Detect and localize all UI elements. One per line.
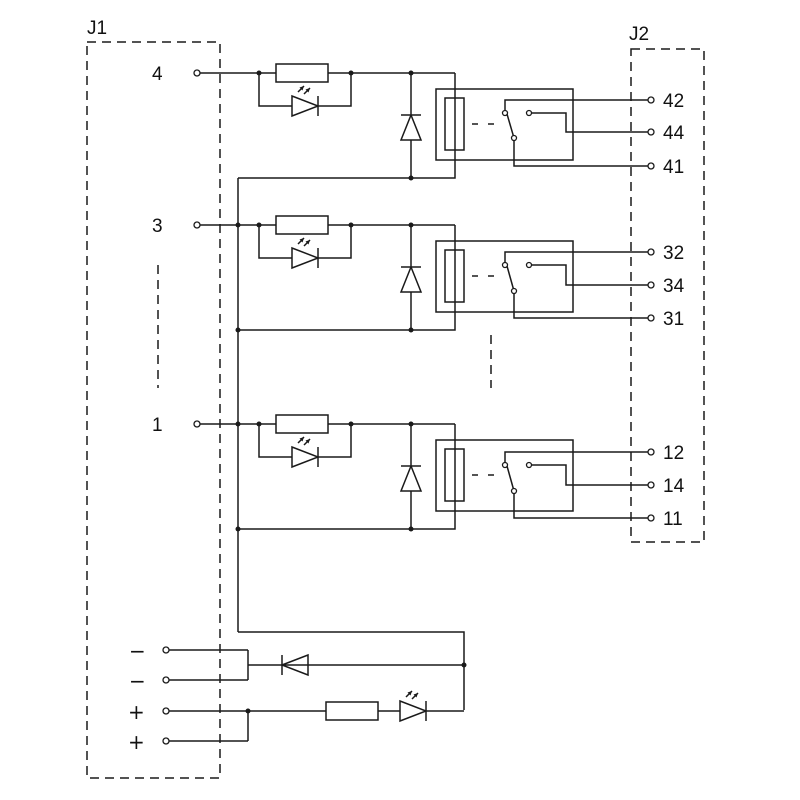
diode-icon [399,264,423,293]
terminal-icon [647,281,655,289]
terminal-icon [162,707,170,715]
diode-icon [399,463,423,492]
contact-terminal-label: 32 [663,243,684,264]
led-icon [291,237,321,270]
contact-terminal-label: 44 [663,123,685,144]
channel-1 [193,414,655,532]
power-supply-section: − − + + [128,639,467,754]
terminal-icon [193,69,201,77]
relay-housing [435,240,574,313]
diode-icon [399,112,423,141]
contact-terminal-label: 12 [663,443,684,464]
input-terminal-label: 4 [152,64,163,85]
minus-symbol-1: − [129,639,146,663]
led-icon [399,690,429,723]
contact-terminal-label: 34 [663,276,685,297]
j2-connector-box [630,48,705,543]
input-terminal-label: 3 [152,216,163,237]
terminal-icon [162,676,170,684]
plus-symbol-1: + [128,700,145,724]
relay-housing [435,439,574,512]
contact-terminal-label: 14 [663,476,685,497]
relay-coil-icon [444,249,465,303]
j1-connector-box [86,41,221,779]
led-icon [291,85,321,118]
j2-label: J2 [629,24,649,45]
resistor-icon [325,701,379,721]
terminal-icon [162,646,170,654]
diode-icon [279,653,309,677]
terminal-icon [193,420,201,428]
led-icon [291,436,321,469]
contact-terminal-label: 41 [663,157,684,178]
rail-to-supply-wire [238,631,465,710]
terminal-icon [647,481,655,489]
channel-4 [193,63,655,181]
j1-label: J1 [87,18,107,39]
contact-terminal-label: 42 [663,91,684,112]
minus-symbol-2: − [129,669,146,693]
terminal-icon [162,737,170,745]
terminal-icon [647,314,655,322]
terminal-icon [647,96,655,104]
terminal-icon [647,128,655,136]
changeover-contact-icon [501,251,640,319]
input-terminal-label: 1 [152,415,163,436]
contact-terminal-label: 11 [663,509,683,530]
changeover-contact-icon [501,99,640,167]
channel-3 [193,215,655,333]
terminal-icon [647,448,655,456]
relay-coil-icon [444,97,465,151]
terminal-icon [647,248,655,256]
resistor-icon [275,414,329,434]
plus-symbol-2: + [128,730,145,754]
relay-housing [435,88,574,161]
terminal-icon [647,514,655,522]
relay-coil-icon [444,448,465,502]
resistor-icon [275,63,329,83]
terminal-icon [647,162,655,170]
contact-terminal-label: 31 [663,309,684,330]
resistor-icon [275,215,329,235]
changeover-contact-icon [501,451,640,519]
terminal-icon [193,221,201,229]
